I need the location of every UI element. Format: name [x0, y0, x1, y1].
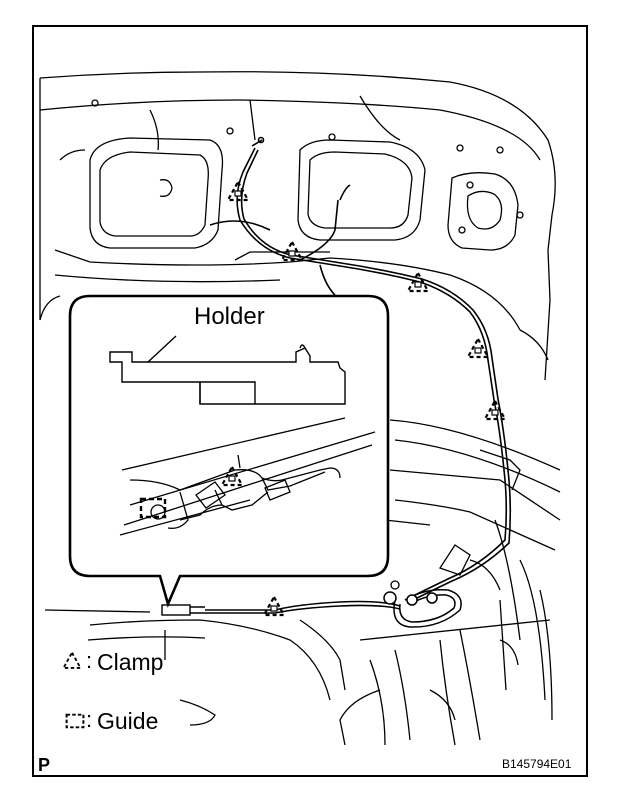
legend-guide-icon	[65, 713, 85, 729]
page-letter: P	[38, 755, 51, 775]
legend-clamp-icon	[61, 650, 83, 669]
legend-clamp-label: Clamp	[97, 649, 164, 675]
wire-harness	[205, 136, 512, 614]
clamp-marker	[226, 180, 250, 202]
trunk-lid-outline	[39, 71, 556, 331]
lock-cable-loop	[383, 588, 462, 628]
wire-connector	[161, 604, 205, 616]
holder-label: Holder	[194, 303, 265, 330]
holder-callout	[68, 294, 390, 608]
body-structure-lower	[44, 249, 561, 746]
legend-clamp-colon: :	[86, 648, 92, 673]
legend-guide-colon: :	[86, 707, 92, 732]
figure-id: B145794E01	[502, 757, 572, 771]
legend-guide-label: Guide	[97, 708, 159, 734]
holder-part	[109, 335, 346, 405]
